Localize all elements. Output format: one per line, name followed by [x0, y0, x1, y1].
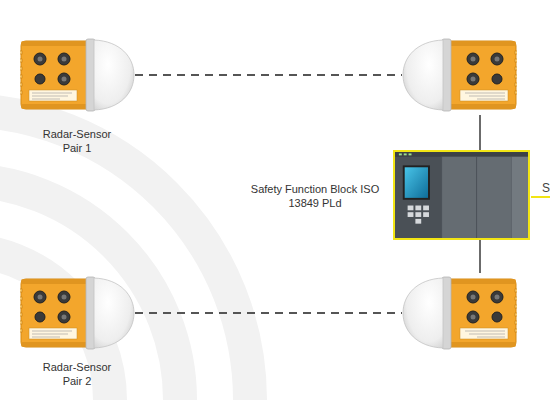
radar-sensor-box	[402, 35, 517, 115]
radar-sensor-box: Radar-Sensor Pair 2	[20, 273, 135, 353]
safety-controller	[395, 152, 528, 238]
radar-sensor-box: Radar-Sensor Pair 1	[20, 35, 135, 115]
radar-beam-line	[135, 312, 402, 314]
radar-sensor	[20, 35, 135, 115]
wire-line	[479, 240, 481, 273]
radar-sensor-box	[402, 273, 517, 353]
wire-line	[479, 115, 481, 150]
node-label: Safety Function Block ISO 13849 PLd	[250, 182, 380, 210]
node-label: Radar-Sensor Pair 1	[32, 127, 122, 155]
node-label: Radar-Sensor Pair 2	[32, 360, 122, 388]
cut-off-label: S	[542, 181, 550, 195]
radar-beam-line	[135, 74, 402, 76]
radar-sensor	[402, 273, 517, 353]
radar-sensor	[20, 273, 135, 353]
radar-sensor	[402, 35, 517, 115]
controller-box: Safety Function Block ISO 13849 PLd	[393, 150, 530, 240]
